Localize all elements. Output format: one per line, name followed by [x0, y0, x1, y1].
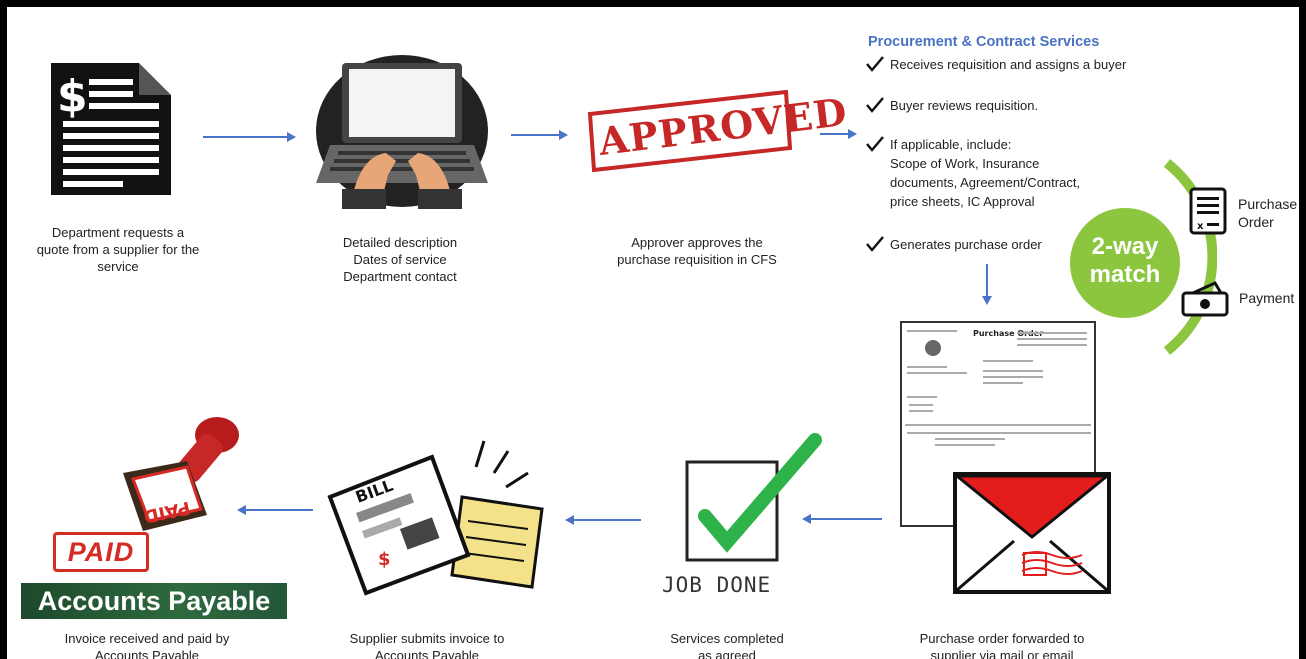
match-arc	[1163, 159, 1217, 355]
match-circle	[1070, 208, 1180, 318]
paid-rubber-stamp-image: PAID	[123, 417, 239, 531]
envelope-icon	[952, 472, 1112, 594]
checkmark-icon	[866, 97, 884, 113]
flow-arrow-3	[820, 129, 857, 139]
paid-stamp: PAID	[53, 532, 149, 572]
purchase-order-icon: x	[1189, 187, 1227, 235]
payment-label: Payment	[1239, 290, 1295, 306]
svg-text:$: $	[378, 549, 391, 570]
flow-arrow-down	[982, 264, 992, 305]
svg-text:$: $	[57, 71, 88, 122]
flow-arrow-4	[802, 514, 882, 524]
po-doc-title: Purchase Order	[973, 329, 1043, 338]
procurement-title: Procurement & Contract Services	[868, 34, 1100, 50]
flow-arrow-6	[237, 505, 313, 515]
quote-document-icon: $	[51, 63, 171, 195]
flow-arrow-2	[511, 130, 568, 140]
accounts-payable-banner: Accounts Payable	[21, 583, 287, 619]
flow-arrow-5	[565, 515, 641, 525]
job-done-checkmark-image	[685, 433, 822, 562]
flow-arrow-1	[203, 132, 296, 142]
checkmark-icon	[866, 56, 884, 72]
checkmark-icon	[866, 136, 884, 152]
svg-text:x: x	[1197, 221, 1204, 232]
laptop-typing-image	[316, 55, 488, 209]
checkmark-icon	[866, 236, 884, 252]
payment-icon	[1181, 281, 1229, 317]
bill-invoice-image: BILL $	[327, 440, 544, 596]
job-done-text: JOB DONE	[662, 573, 772, 597]
approved-stamp-image: APPROVED	[584, 89, 850, 172]
